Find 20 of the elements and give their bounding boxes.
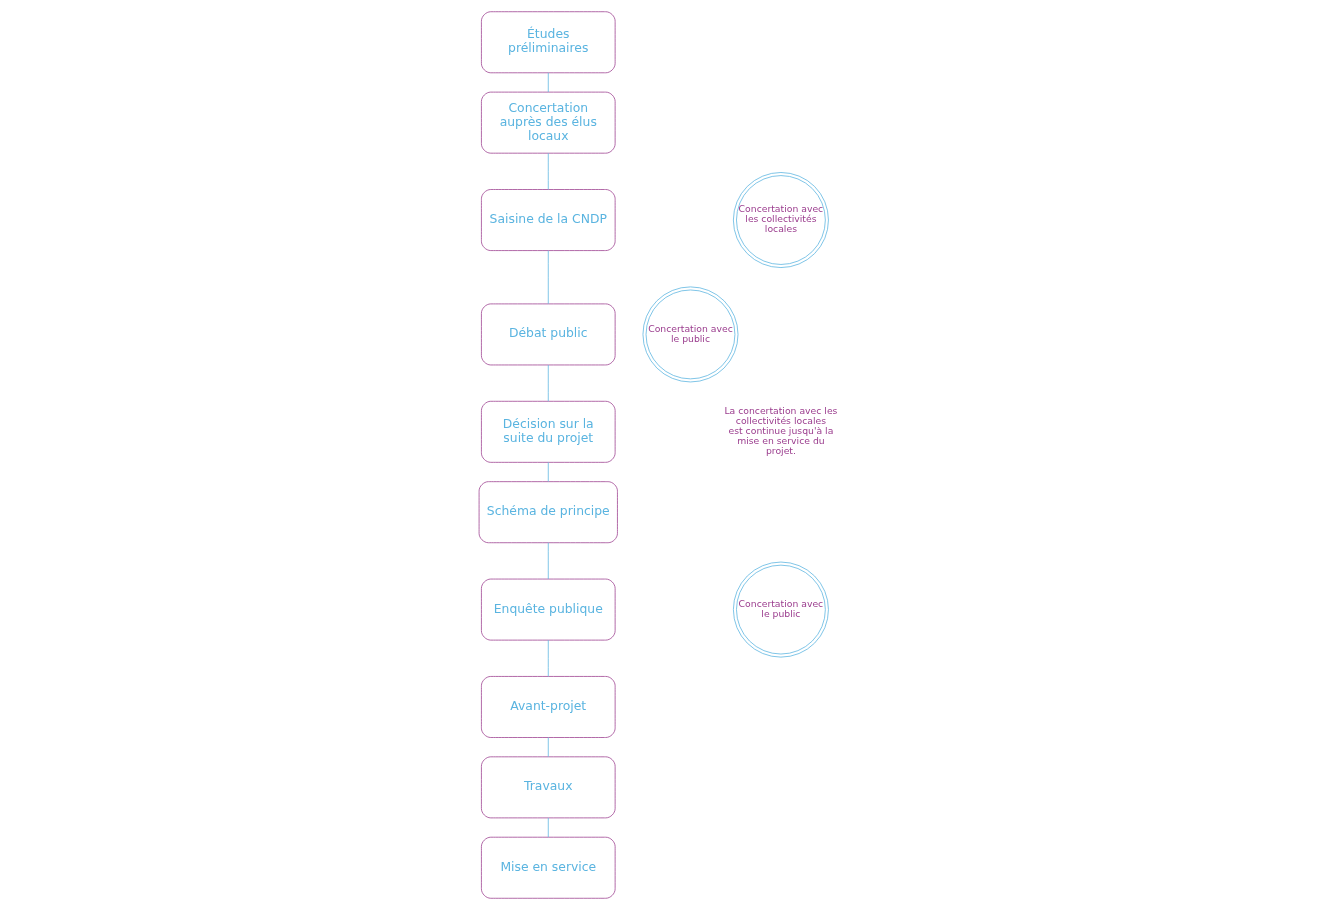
connector: [547, 737, 549, 758]
node-box: Schéma de principe: [478, 481, 618, 544]
connector: [547, 817, 549, 838]
connector: [547, 542, 549, 580]
node-box: Concertation auprès des élus locaux: [480, 91, 615, 154]
node-box: Débat public: [480, 303, 615, 366]
connector: [547, 152, 549, 190]
connector: [547, 639, 549, 677]
node-box: Saisine de la CNDP: [480, 189, 615, 251]
connector: [547, 462, 549, 482]
node-box: Avant-projet: [480, 676, 615, 738]
node-box: Études préliminaires: [480, 11, 615, 74]
label: La concertation avec les collectivités locales est continue jusqu'à la mise en service du projet.: [723, 405, 837, 457]
node-box: Décision sur la suite du projet: [480, 400, 615, 463]
node-box: Travaux: [480, 756, 615, 819]
node-box: Enquête publique: [480, 578, 615, 641]
connector: [547, 72, 549, 93]
node-box: Mise en service: [480, 836, 615, 899]
connector: [547, 364, 549, 402]
connector: [547, 250, 549, 305]
